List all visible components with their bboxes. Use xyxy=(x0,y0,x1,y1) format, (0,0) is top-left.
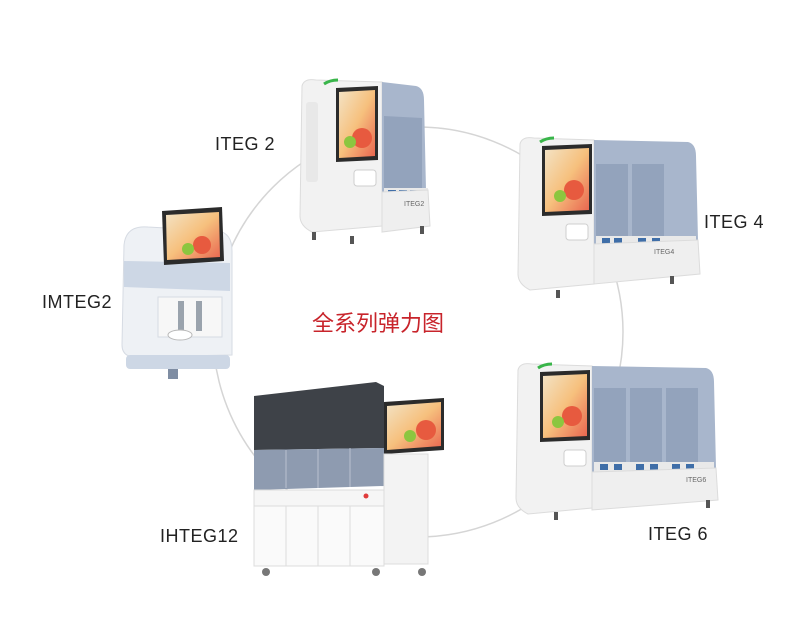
iteg6-device-tag: ITEG6 xyxy=(686,477,706,484)
iteg4-device-image: ITEG4 xyxy=(517,136,701,298)
diagram-title: 全系列弹力图 xyxy=(312,312,445,337)
iteg6-device-image: ITEG6 xyxy=(515,362,719,520)
iteg4-device-tag: ITEG4 xyxy=(654,249,674,256)
iteg4-label: ITEG 4 xyxy=(704,212,765,232)
iteg2-device-image: ITEG2 xyxy=(299,78,431,244)
ihteg12-device-image xyxy=(253,382,444,576)
iteg2-device-tag: ITEG2 xyxy=(404,201,424,208)
imteg2-label: IMTEG2 xyxy=(42,292,113,312)
imteg2-device-image xyxy=(121,207,233,379)
iteg2-label: ITEG 2 xyxy=(215,134,276,154)
ihteg12-label: IHTEG12 xyxy=(160,526,239,546)
iteg6-label: ITEG 6 xyxy=(648,524,709,544)
